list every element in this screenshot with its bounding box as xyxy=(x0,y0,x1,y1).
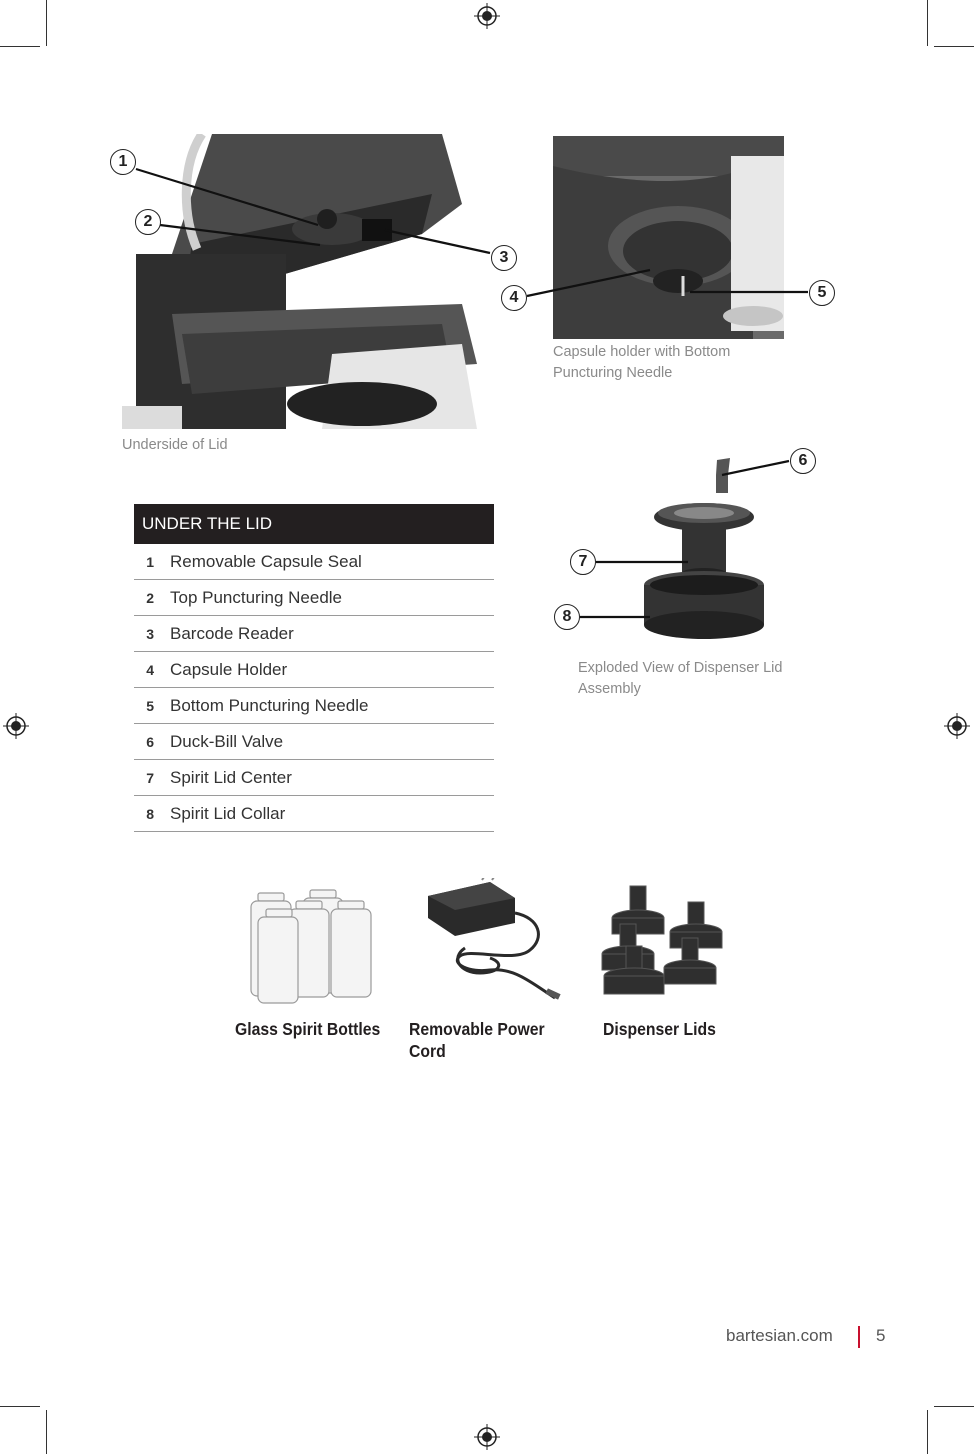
footer-website: bartesian.com xyxy=(726,1326,833,1345)
table-row: 1 Removable Capsule Seal xyxy=(134,544,494,580)
power-cord-illustration xyxy=(428,878,561,1000)
crop-mark xyxy=(0,1406,40,1407)
part-number: 6 xyxy=(146,733,154,750)
part-label: Spirit Lid Center xyxy=(170,767,292,787)
registration-mark-icon xyxy=(3,713,29,739)
caption-underside-of-lid: Underside of Lid xyxy=(122,437,228,453)
part-number: 1 xyxy=(146,553,154,570)
registration-mark-icon xyxy=(474,1424,500,1450)
table-row: 3 Barcode Reader xyxy=(134,616,494,652)
part-label: Barcode Reader xyxy=(170,623,294,643)
part-label: Removable Capsule Seal xyxy=(170,551,362,571)
capsule-holder-illustration xyxy=(553,136,784,339)
dispenser-lids-illustration xyxy=(601,885,723,995)
registration-mark-icon xyxy=(474,3,500,29)
footer-separator xyxy=(858,1326,860,1348)
accessory-label-bottles: Glass Spirit Bottles xyxy=(235,1019,381,1039)
callout-8: 8 xyxy=(554,604,580,630)
crop-mark xyxy=(46,1410,47,1454)
part-number: 4 xyxy=(146,661,154,678)
part-label: Spirit Lid Collar xyxy=(170,803,286,823)
table-row: 8 Spirit Lid Collar xyxy=(134,796,494,832)
table-row: 6 Duck-Bill Valve xyxy=(134,724,494,760)
part-label: Bottom Puncturing Needle xyxy=(170,695,369,715)
callout-7: 7 xyxy=(570,549,596,575)
glass-bottles-illustration xyxy=(250,889,372,1004)
leader-lines xyxy=(135,167,808,619)
callout-4: 4 xyxy=(501,285,527,311)
table-row: 5 Bottom Puncturing Needle xyxy=(134,688,494,724)
crop-mark xyxy=(46,0,47,46)
callout-2: 2 xyxy=(135,209,161,235)
crop-mark xyxy=(934,1406,974,1407)
part-number: 3 xyxy=(146,625,154,642)
crop-mark xyxy=(927,0,928,46)
accessory-label-cord: Removable Power Cord xyxy=(409,1019,545,1061)
part-number: 2 xyxy=(146,589,154,606)
table-row: 2 Top Puncturing Needle xyxy=(134,580,494,616)
callout-1: 1 xyxy=(110,149,136,175)
parts-table-header: UNDER THE LID xyxy=(134,504,494,544)
caption-exploded-view: Exploded View of Dispenser Lid Assembly xyxy=(578,660,783,697)
accessory-label-lids: Dispenser Lids xyxy=(603,1019,716,1039)
registration-mark-icon xyxy=(944,713,970,739)
dispenser-lid-exploded-illustration xyxy=(644,458,764,639)
part-label: Top Puncturing Needle xyxy=(170,587,343,607)
table-row: 4 Capsule Holder xyxy=(134,652,494,688)
page-number: 5 xyxy=(876,1326,886,1345)
crop-mark xyxy=(927,1410,928,1454)
callout-6: 6 xyxy=(790,448,816,474)
crop-mark xyxy=(934,46,974,47)
table-row: 7 Spirit Lid Center xyxy=(134,760,494,796)
callout-3: 3 xyxy=(491,245,517,271)
part-number: 5 xyxy=(146,697,154,714)
part-label: Capsule Holder xyxy=(170,659,288,679)
part-number: 7 xyxy=(146,769,154,786)
callout-5: 5 xyxy=(809,280,835,306)
caption-capsule-holder: Capsule holder with Bottom Puncturing Ne… xyxy=(553,344,731,381)
part-number: 8 xyxy=(146,805,154,822)
part-label: Duck-Bill Valve xyxy=(170,731,284,751)
crop-mark xyxy=(0,46,40,47)
